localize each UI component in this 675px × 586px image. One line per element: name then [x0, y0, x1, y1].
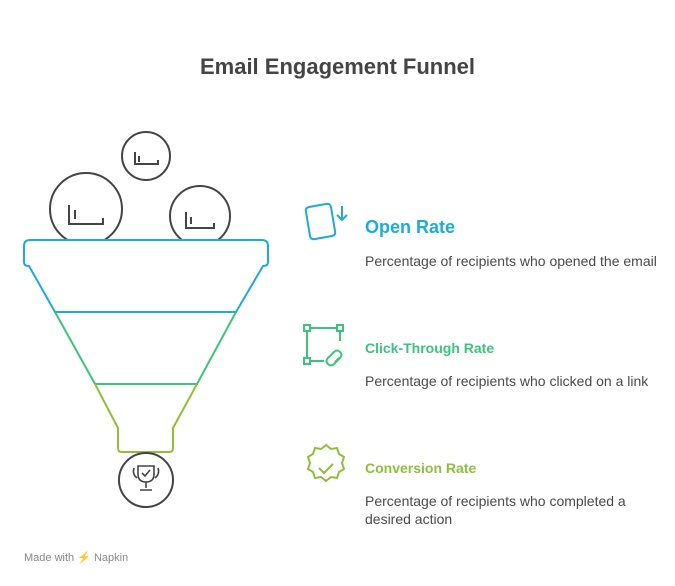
link-frame-icon: [303, 324, 344, 367]
made-with-napkin-footer[interactable]: Made with ⚡ Napkin: [24, 552, 129, 564]
page-title: Email Engagement Funnel: [199, 54, 476, 79]
stage-label-open-rate: Open Rate: [365, 217, 456, 237]
email-bubble-large: [49, 172, 123, 246]
badge-check-icon: [306, 443, 346, 483]
funnel-section-click: [54, 311, 237, 385]
funnel-section-conversion: [94, 383, 198, 453]
stage-label-conversion-rate: Conversion Rate: [365, 460, 477, 476]
document-download-icon: [304, 202, 348, 241]
stage-description-open-rate: Percentage of recipients who opened the …: [365, 253, 657, 269]
trophy-icon: [118, 452, 174, 508]
stage-label-click-through-rate: Click-Through Rate: [365, 340, 495, 356]
email-bubble-small: [121, 131, 171, 181]
funnel-rim: [23, 239, 269, 313]
email-bubble-medium: [169, 185, 231, 247]
stage-description-conversion-rate: Percentage of recipients who completed a…: [365, 493, 626, 527]
stage-description-click-through-rate: Percentage of recipients who clicked on …: [365, 373, 649, 389]
